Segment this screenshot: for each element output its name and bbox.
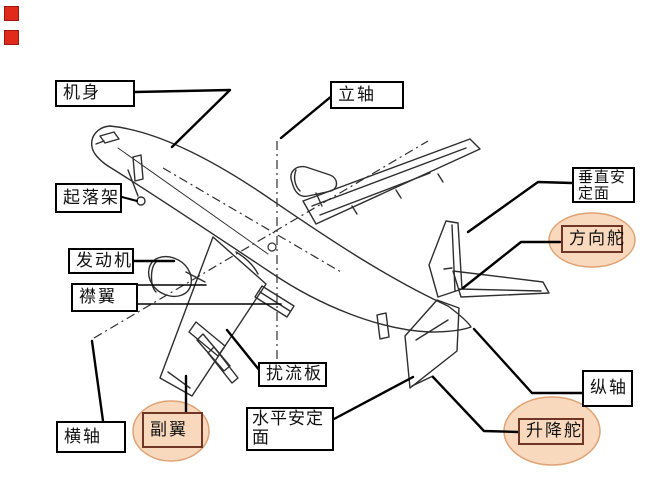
label-rudder: 方向舵 bbox=[561, 225, 626, 253]
vertical-stabilizer-leader bbox=[466, 180, 574, 234]
label-landing-gear: 起落架 bbox=[55, 183, 122, 213]
label-fuselage-text: 机身 bbox=[63, 83, 101, 104]
spoiler-leader bbox=[225, 328, 262, 373]
label-spoiler-text: 扰流板 bbox=[266, 364, 323, 385]
lateral-axis-leader bbox=[90, 339, 105, 423]
landing-gear-leader bbox=[121, 196, 138, 202]
red-square-bullet bbox=[4, 6, 19, 21]
axes-center-marker bbox=[267, 242, 277, 252]
red-square-bullet bbox=[4, 30, 19, 45]
label-horizontal-stabilizer: 水平安定 面 bbox=[246, 407, 334, 451]
rudder-leader bbox=[461, 240, 562, 290]
axis-lines bbox=[93, 140, 429, 362]
label-elevator-text: 升降舵 bbox=[526, 421, 583, 442]
vertical-axis-leader bbox=[279, 93, 335, 140]
label-landing-gear-text: 起落架 bbox=[63, 187, 120, 208]
elevator-leader bbox=[431, 375, 520, 434]
label-spoiler: 扰流板 bbox=[258, 362, 327, 387]
leader-lines bbox=[90, 88, 585, 434]
label-flap-text: 襟翼 bbox=[79, 287, 117, 308]
label-fuselage: 机身 bbox=[55, 80, 135, 107]
horizontal-stabilizer-leader bbox=[332, 375, 415, 421]
label-elevator: 升降舵 bbox=[518, 418, 584, 445]
aircraft-outline bbox=[91, 125, 550, 397]
label-horizontal-stabilizer-line1: 水平安定 bbox=[252, 409, 324, 430]
label-horizontal-stabilizer-line2: 面 bbox=[252, 428, 270, 448]
label-longitudinal-axis-text: 纵轴 bbox=[590, 378, 628, 399]
label-flap: 襟翼 bbox=[71, 283, 138, 312]
longitudinal-axis-line bbox=[162, 167, 342, 273]
label-longitudinal-axis: 纵轴 bbox=[582, 370, 633, 407]
label-vertical-stabilizer-line1: 垂直安 bbox=[578, 167, 627, 186]
label-engine: 发动机 bbox=[68, 248, 134, 274]
label-engine-text: 发动机 bbox=[76, 250, 133, 271]
label-aileron: 副翼 bbox=[142, 412, 203, 448]
fuselage-leader bbox=[133, 88, 232, 149]
lateral-axis-line bbox=[93, 140, 429, 339]
label-vertical-stabilizer: 垂直安 定面 bbox=[572, 167, 635, 203]
label-rudder-text: 方向舵 bbox=[569, 228, 626, 249]
label-vertical-stabilizer-line2: 定面 bbox=[578, 184, 611, 202]
label-lateral-axis: 横轴 bbox=[56, 421, 126, 453]
label-lateral-axis-text: 横轴 bbox=[64, 426, 102, 447]
label-aileron-text: 副翼 bbox=[150, 419, 188, 440]
label-vertical-axis-text: 立轴 bbox=[338, 84, 376, 105]
longitudinal-axis-leader bbox=[472, 327, 585, 395]
label-vertical-axis: 立轴 bbox=[330, 81, 404, 109]
